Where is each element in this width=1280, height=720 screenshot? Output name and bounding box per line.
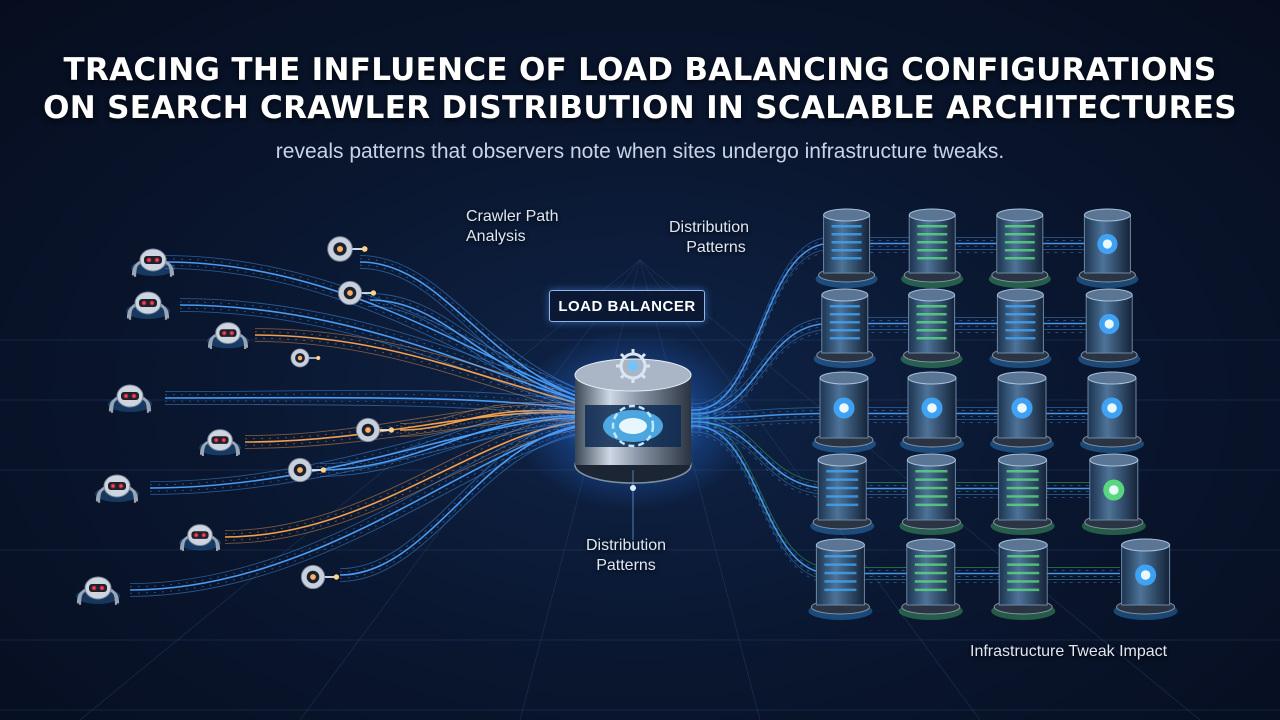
server-icon [1113,538,1178,620]
perspective-grid [0,259,1280,720]
spider-bot-icon [199,429,241,457]
round-bot-icon [287,457,327,483]
server-grid [808,208,1178,620]
load-balancer-node [513,330,753,540]
page-title-line-1: TRACING THE INFLUENCE OF LOAD BALANCING … [63,52,1217,88]
distribution-bottom-label-line-2: Patterns [596,557,656,574]
round-bot-icon [327,236,368,262]
crawler-stream-line [179,298,586,396]
crawler-path-label-line-1: Crawler Path [466,208,559,225]
spider-bot-icon [131,248,175,277]
distribution-stream-line [689,422,1120,428]
crawler-stream-line [149,420,586,492]
distribution-stream-line [689,419,1120,425]
load-balancer-inner-gear-icon [611,404,655,448]
infrastructure-tweak-impact-label: Infrastructure Tweak Impact [970,643,1168,660]
server-icon [900,371,964,453]
server-icon [899,453,964,535]
round-bot-icon [337,280,377,306]
server-icon [988,208,1051,288]
distribution-stream-line [689,431,1120,580]
server-icon [990,453,1055,535]
server-icon [989,288,1052,368]
crawler-stream-line [129,417,586,585]
server-icon [901,208,964,288]
server-icon [1076,208,1139,288]
server-icon [900,288,963,368]
distribution-stream-line [689,320,1120,412]
server-icon [991,538,1056,620]
distribution-top-label-line-1: Distribution [669,219,750,236]
page-title-line-2: ON SEARCH CRAWLER DISTRIBUTION IN SCALAB… [43,90,1237,126]
crawler-path-analysis-label: Crawler Path Analysis [466,207,558,247]
distribution-patterns-bottom-label: Distribution Patterns [586,536,666,576]
crawler-stream-line [129,432,586,597]
server-icon [813,288,876,368]
spider-bot-icon [108,384,152,413]
crawler-stream-line [149,413,586,486]
server-icon [808,538,873,620]
server-icon [898,538,963,620]
server-icon [812,371,876,453]
distribution-stream-line [689,434,1120,583]
server-icon [990,371,1054,453]
round-bot-icon [290,348,321,368]
round-bot-icon [300,564,340,590]
server-icon [815,208,878,288]
page-subtitle: reveals patterns that observers note whe… [275,140,1005,163]
server-icon [1080,371,1144,453]
spider-bot-icon [207,322,249,350]
crawler-stream-line [129,424,586,591]
crawler-path-label-line-2: Analysis [466,228,526,245]
spider-bot-icon [179,524,221,552]
server-icon [1081,453,1146,535]
load-balancer-gear-icon [616,349,650,383]
distribution-stream-line [689,416,1120,422]
distribution-bottom-label-line-1: Distribution [586,537,667,554]
load-balancer-label: LOAD BALANCER [549,290,705,322]
round-bot-icon [355,417,395,443]
server-icon [810,453,875,535]
server-icon [1078,288,1141,368]
spider-bot-icon [126,291,170,320]
distribution-top-label-line-2: Patterns [686,239,746,256]
spider-bot-icon [76,576,120,605]
crawler-bots [76,236,395,605]
distribution-stream-line [689,407,1120,413]
distribution-stream-line [689,428,1120,577]
distribution-patterns-top-label: Distribution Patterns [669,218,749,258]
spider-bot-icon [95,474,139,503]
